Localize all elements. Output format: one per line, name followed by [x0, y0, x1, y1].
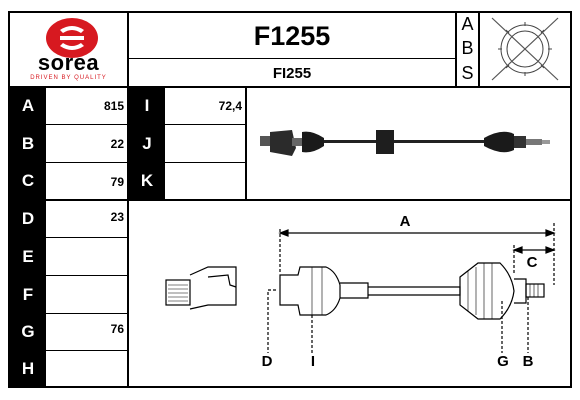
dimension-label-a: A	[399, 212, 411, 230]
row-line-7	[8, 350, 128, 351]
spec-label-c: C	[10, 163, 46, 199]
frame-top	[8, 11, 572, 13]
spec-label-b: B	[10, 125, 46, 162]
abs-ring-icon	[482, 14, 568, 84]
spec-label-e: E	[10, 238, 46, 275]
dimension-label-b: B	[522, 352, 534, 370]
part-number: F1255	[253, 20, 331, 51]
row-line-5	[8, 275, 128, 276]
spec-label-k: K	[129, 163, 165, 199]
spec-value-i: 72,4	[218, 99, 242, 113]
spec-value-b: 22	[110, 137, 124, 151]
image-divider	[478, 11, 480, 88]
ijk-divider	[245, 87, 247, 200]
dimension-label-g: G	[497, 352, 509, 370]
frame-bottom	[8, 386, 572, 388]
abs-letter-a: A	[461, 13, 474, 34]
sub-code: FI255	[272, 64, 312, 82]
spec-value-a: 815	[103, 99, 124, 113]
row-line-3	[8, 199, 572, 201]
row-line-1	[8, 124, 246, 125]
dimension-label-i: I	[310, 352, 316, 370]
brand-tagline: DRIVEN BY QUALITY	[30, 75, 107, 81]
dimension-label-d: D	[261, 352, 273, 370]
header-bottom-line	[8, 86, 572, 88]
spec-value-g: 76	[110, 322, 124, 336]
driveshaft-photo	[252, 118, 562, 168]
spec-value-d: 23	[110, 210, 124, 224]
spec-value-c: 79	[110, 175, 124, 189]
spec-label-d: D	[10, 201, 46, 237]
brand-name: sorea	[37, 50, 100, 75]
spec-label-j: J	[129, 125, 165, 162]
partnum-divider	[128, 58, 456, 59]
row-line-4	[8, 237, 128, 238]
technical-drawing	[150, 205, 565, 383]
spec-label-g: G	[10, 314, 46, 350]
spec-label-i: I	[129, 88, 165, 124]
spec-label-f: F	[10, 276, 46, 313]
abs-letter-b: B	[461, 37, 474, 58]
sorea-logo	[24, 16, 120, 82]
row-line-2	[8, 162, 246, 163]
abs-divider	[455, 11, 457, 88]
abs-letter-s: S	[461, 62, 474, 83]
dimension-label-c: C	[526, 253, 538, 271]
row-line-6	[8, 313, 128, 314]
spec-label-h: H	[10, 351, 46, 386]
spec-label-a: A	[10, 88, 46, 124]
